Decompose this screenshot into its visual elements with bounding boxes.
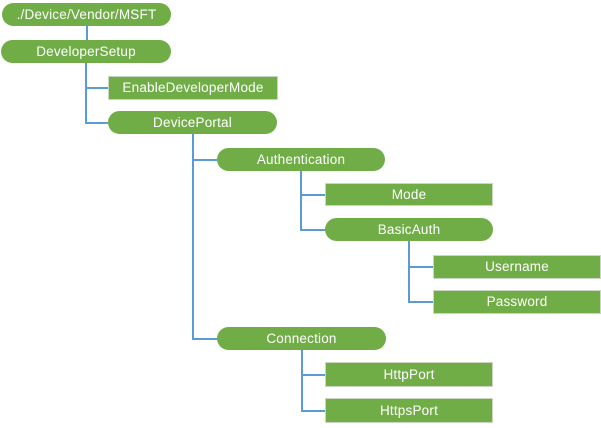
connector-line bbox=[86, 121, 108, 124]
node-connection: Connection bbox=[217, 327, 386, 350]
node-root: ./Device/Vendor/MSFT bbox=[2, 3, 171, 26]
node-basic-auth: BasicAuth bbox=[325, 218, 493, 241]
connector-line bbox=[191, 134, 194, 340]
connector-line bbox=[408, 241, 410, 303]
connector-line bbox=[85, 26, 88, 40]
connector-line bbox=[409, 266, 433, 268]
connector-line bbox=[300, 171, 302, 231]
connector-line bbox=[301, 409, 325, 412]
node-developer-setup: DeveloperSetup bbox=[1, 40, 171, 63]
node-authentication: Authentication bbox=[217, 148, 385, 171]
connector-line bbox=[301, 193, 325, 196]
connector-line bbox=[301, 373, 325, 376]
connector-line bbox=[301, 228, 325, 231]
connector-line bbox=[300, 350, 303, 412]
connector-line bbox=[192, 158, 217, 161]
connector-line bbox=[86, 87, 108, 89]
node-device-portal: DevicePortal bbox=[108, 111, 277, 134]
node-mode: Mode bbox=[325, 183, 493, 206]
node-password: Password bbox=[433, 290, 601, 314]
connector-line bbox=[85, 63, 87, 124]
node-http-port: HttpPort bbox=[325, 362, 493, 387]
node-enable-developer-mode: EnableDeveloperMode bbox=[108, 76, 278, 100]
connector-line bbox=[409, 301, 433, 303]
connector-line bbox=[192, 337, 217, 340]
node-https-port: HttpsPort bbox=[325, 398, 493, 423]
node-username: Username bbox=[433, 255, 601, 279]
